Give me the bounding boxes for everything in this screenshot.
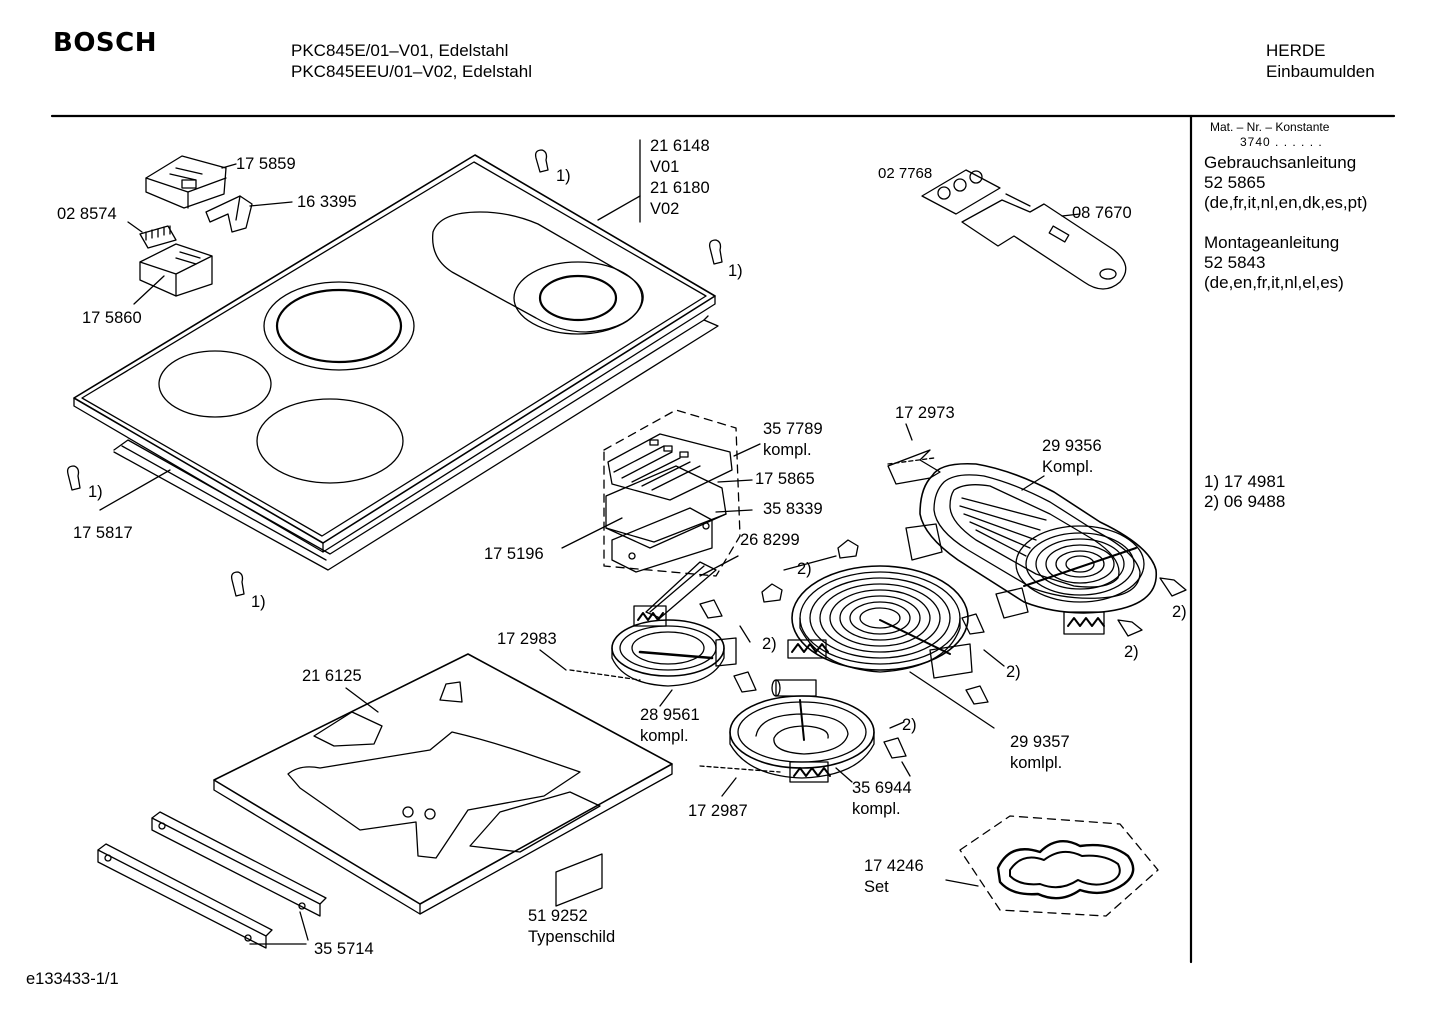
clip-ref-1: 1) (556, 167, 571, 185)
part-label-028574: 02 8574 (57, 205, 117, 223)
manual2-title: Montageanleitung (1204, 233, 1340, 252)
brand-logo: BOSCH (53, 28, 157, 58)
part-label-299356: 29 9356 (1042, 437, 1102, 455)
clip-ref-1: 1) (88, 483, 103, 501)
small-heating-element-part (612, 606, 736, 686)
part-label-358339: 35 8339 (763, 500, 823, 518)
dual-heating-element-part (888, 450, 1156, 634)
part-label-175196: 17 5196 (484, 545, 544, 563)
part-label-357789: 35 7789 (763, 420, 823, 438)
manual2-languages: (de,en,fr,it,nl,el,es) (1204, 273, 1344, 292)
part-label-299357-komlpl: komlpl. (1010, 754, 1063, 772)
part-label-174246: 17 4246 (864, 857, 924, 875)
part-label-175860: 17 5860 (82, 309, 142, 327)
part-label-175859: 17 5859 (236, 155, 296, 173)
manual1-languages: (de,fr,it,nl,en,dk,es,pt) (1204, 193, 1368, 212)
terminal-block-part (140, 226, 176, 248)
part-label-087670: 08 7670 (1072, 204, 1132, 222)
part-label-027768: 02 7768 (878, 165, 933, 182)
limiter-ref-2: 2) (1172, 603, 1187, 621)
part-label-216180: 21 6180 (650, 179, 710, 197)
part-label-175865: 17 5865 (755, 470, 815, 488)
limiter-ref-2: 2) (1006, 663, 1021, 681)
category-line-2: Einbaumulden (1266, 62, 1375, 81)
footnote-2: 2) 06 9488 (1204, 492, 1286, 511)
type-plate-part (556, 854, 602, 906)
sensor-bracket-part (700, 600, 988, 758)
gasket-set-part (960, 816, 1158, 916)
part-label-519252: 51 9252 (528, 907, 588, 925)
limiter-ref-2: 2) (902, 716, 917, 734)
limiter-ref-2: 2) (797, 560, 812, 578)
part-label-356944: 35 6944 (852, 779, 912, 797)
variant-label-v01: V01 (650, 158, 680, 176)
fixing-clip-part (68, 150, 722, 596)
control-module-part (604, 410, 740, 576)
part-label-356944-kompl: kompl. (852, 800, 901, 818)
model-line-2: PKC845EEU/01–V02, Edelstahl (291, 62, 532, 81)
model-line-1: PKC845E/01–V01, Edelstahl (291, 41, 509, 60)
large-heating-element-part (788, 566, 972, 678)
part-label-357789-kompl: kompl. (763, 441, 812, 459)
bracket-part (206, 196, 252, 232)
part-label-172973: 17 2973 (895, 404, 955, 422)
thermal-clip-part (762, 540, 1186, 636)
mat-nr-heading: Mat. – Nr. – Konstante (1210, 120, 1330, 134)
variant-label-v02: V02 (650, 200, 680, 218)
hob-frame-seal-part (114, 316, 718, 570)
glass-hob-top-part (74, 155, 715, 552)
part-label-355714: 35 5714 (314, 940, 374, 958)
clip-ref-1: 1) (251, 593, 266, 611)
part-label-174246-set: Set (864, 878, 889, 896)
part-label-268299: 26 8299 (740, 531, 800, 549)
footnote-1: 1) 17 4981 (1204, 472, 1286, 491)
scraper-part (962, 200, 1126, 289)
document-id: e133433-1/1 (26, 970, 119, 988)
spiral-heating-element-part (730, 680, 874, 782)
sensor-lead-part (570, 458, 934, 772)
part-label-175817: 17 5817 (73, 524, 133, 542)
part-label-216125: 21 6125 (302, 667, 362, 685)
control-housing-part (146, 156, 226, 208)
limiter-ref-2: 2) (1124, 643, 1139, 661)
manual1-number: 52 5865 (1204, 173, 1266, 192)
limiter-ref-2: 2) (762, 635, 777, 653)
part-label-216148: 21 6148 (650, 137, 710, 155)
part-label-289561: 28 9561 (640, 706, 700, 724)
part-label-299357: 29 9357 (1010, 733, 1070, 751)
mat-nr-value: 3740 . . . . . . (1240, 135, 1323, 149)
part-label-299356-kompl: Kompl. (1042, 458, 1094, 476)
mounting-rail-part (98, 812, 326, 948)
manual1-title: Gebrauchsanleitung (1204, 153, 1357, 172)
part-label-163395: 16 3395 (297, 193, 357, 211)
clip-ref-1: 1) (728, 262, 743, 280)
part-label-typenschild: Typenschild (528, 928, 616, 946)
control-plate-part (922, 170, 1000, 214)
manual2-number: 52 5843 (1204, 253, 1266, 272)
part-label-172983: 17 2983 (497, 630, 557, 648)
electronics-housing-part (140, 244, 212, 296)
bracket-rail-part (646, 562, 716, 618)
part-label-289561-kompl: kompl. (640, 727, 689, 745)
part-label-172987: 17 2987 (688, 802, 748, 820)
category-line-1: HERDE (1266, 41, 1326, 60)
bottom-housing-part (214, 654, 672, 914)
